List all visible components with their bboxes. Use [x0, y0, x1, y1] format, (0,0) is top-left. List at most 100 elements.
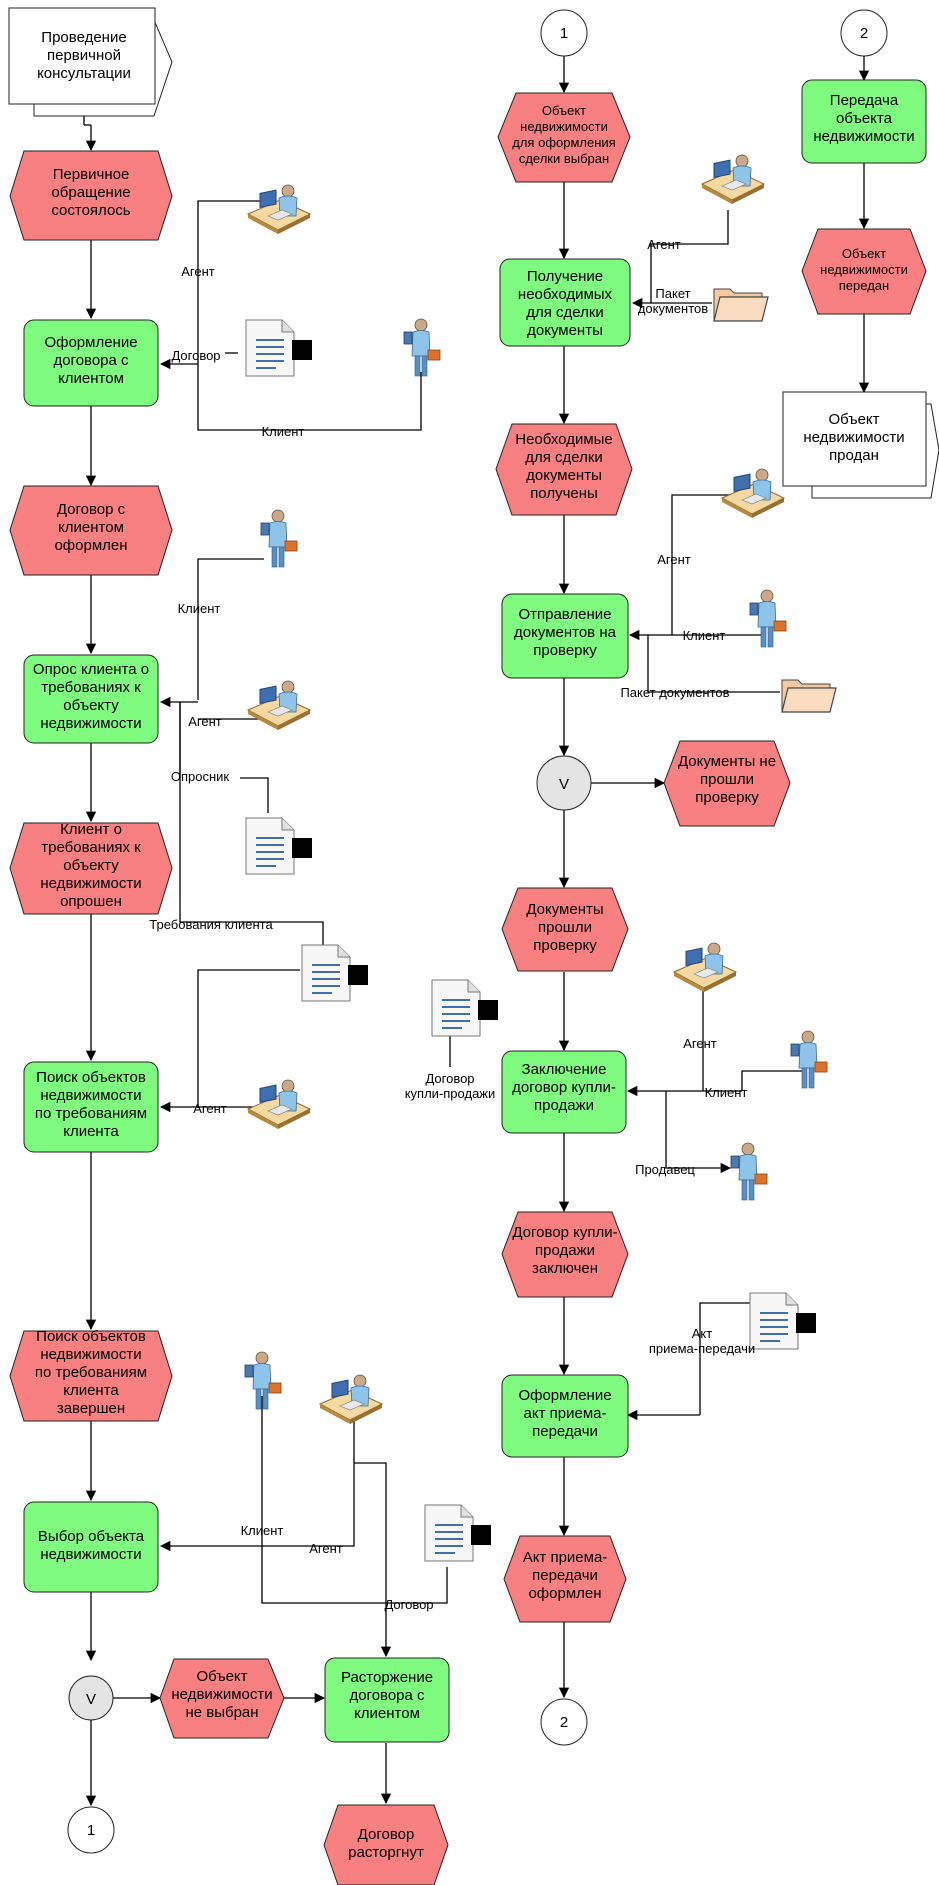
person-with-phone-icon	[244, 1351, 282, 1410]
edge-label-client: Клиент	[178, 601, 221, 616]
agent-at-desk-icon	[319, 1374, 383, 1425]
folder-icon	[713, 288, 769, 322]
edge-label-agent: Агент	[181, 264, 215, 279]
edge-label-contract: Договор	[171, 348, 220, 363]
connector-label: 1	[560, 25, 568, 42]
document-icon	[431, 979, 499, 1037]
document-icon	[245, 319, 313, 377]
folder-icon	[781, 679, 837, 713]
agent-at-desk-icon	[701, 154, 765, 205]
connector-1-in: 1	[540, 9, 588, 57]
edge-label-questionnaire: Опросник	[171, 769, 230, 784]
agent-at-desk-icon	[247, 1079, 311, 1130]
connector-2-out: 2	[540, 1698, 588, 1746]
person-with-phone-icon	[730, 1142, 768, 1201]
edge-label-document-package: Пакет документов	[620, 685, 729, 700]
operator-xor-1: V	[68, 1675, 114, 1721]
document-icon	[245, 817, 313, 875]
edge-label-client: Клиент	[262, 424, 305, 439]
connector-1-out: 1	[67, 1806, 115, 1854]
person-with-phone-icon	[749, 589, 787, 648]
edge-label-agent: Агент	[683, 1036, 717, 1051]
connector-label: 2	[860, 25, 868, 42]
resource-edges	[159, 200, 805, 1658]
edge-label-agent: Агент	[657, 552, 691, 567]
edge-label-agent: Агент	[309, 1541, 343, 1556]
edge-label-seller: Продавец	[635, 1162, 695, 1177]
operator-xor-2: V	[536, 755, 592, 811]
document-icon	[424, 1504, 492, 1562]
agent-at-desk-icon	[673, 942, 737, 993]
agent-at-desk-icon	[721, 468, 785, 519]
connector-2-in: 2	[840, 9, 888, 57]
control-flow-edges	[83, 56, 870, 1807]
edge-labels: Агент Договор Клиент Клиент Агент Опросн…	[149, 237, 755, 1612]
operator-label: V	[86, 1691, 96, 1708]
document-icon	[301, 944, 369, 1002]
agent-at-desk-icon	[247, 680, 311, 731]
edge-label-agent: Агент	[193, 1101, 227, 1116]
edge-label-client: Клиент	[683, 628, 726, 643]
agent-at-desk-icon	[247, 184, 311, 235]
edge-label-contract: Договор	[384, 1597, 433, 1612]
edge-label-client-requirements: Требования клиента	[149, 917, 273, 932]
edge-label-client: Клиент	[241, 1523, 284, 1538]
edge-label-agent: Агент	[188, 714, 222, 729]
person-with-phone-icon	[260, 509, 298, 568]
person-with-phone-icon	[790, 1030, 828, 1089]
operator-label: V	[559, 776, 569, 793]
edge-label-client: Клиент	[705, 1085, 748, 1100]
connector-label: 1	[87, 1822, 95, 1839]
